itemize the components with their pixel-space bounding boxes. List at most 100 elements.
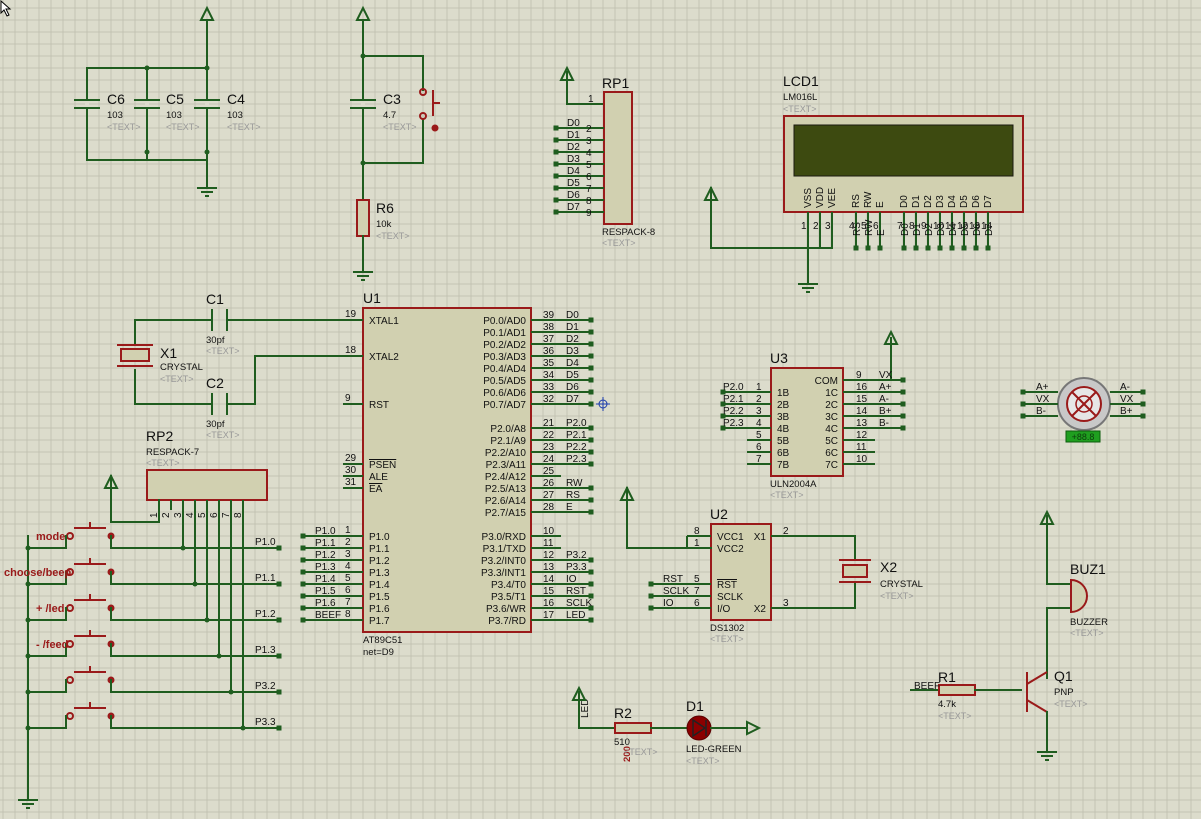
pin-terminal[interactable] bbox=[300, 581, 306, 587]
pin-terminal[interactable] bbox=[648, 593, 654, 599]
pin-terminal[interactable] bbox=[900, 425, 906, 431]
pin-terminal[interactable] bbox=[588, 593, 594, 599]
pin-terminal[interactable] bbox=[853, 245, 859, 251]
pin-terminal[interactable] bbox=[588, 617, 594, 623]
pin-terminal[interactable] bbox=[276, 725, 282, 731]
q1-text: <TEXT> bbox=[1054, 699, 1088, 709]
capacitor-bank[interactable]: C6 103 <TEXT> C5 103 <TEXT> C4 103 <TEXT… bbox=[74, 21, 261, 189]
u1-pin-name: P2.5/A13 bbox=[485, 484, 527, 495]
u1-mcu[interactable]: U1 AT89C51 net=D9 19XTAL118XTAL29RST29PS… bbox=[300, 290, 594, 658]
pin-terminal[interactable] bbox=[553, 137, 559, 143]
u1-pin-number: 7 bbox=[345, 597, 351, 608]
pin-terminal[interactable] bbox=[949, 245, 955, 251]
pin-terminal[interactable] bbox=[588, 317, 594, 323]
pin-terminal[interactable] bbox=[553, 185, 559, 191]
pin-terminal[interactable] bbox=[648, 581, 654, 587]
pin-terminal[interactable] bbox=[276, 653, 282, 659]
pin-terminal[interactable] bbox=[588, 437, 594, 443]
pin-terminal[interactable] bbox=[588, 353, 594, 359]
pin-terminal[interactable] bbox=[865, 245, 871, 251]
pin-terminal[interactable] bbox=[553, 173, 559, 179]
u2-pin-name: SCLK bbox=[717, 592, 743, 603]
pin-terminal[interactable] bbox=[276, 617, 282, 623]
pin-terminal[interactable] bbox=[553, 125, 559, 131]
pin-terminal[interactable] bbox=[300, 545, 306, 551]
pin-terminal[interactable] bbox=[300, 557, 306, 563]
pin-terminal[interactable] bbox=[588, 497, 594, 503]
pin-terminal[interactable] bbox=[276, 581, 282, 587]
buzzer-circuit[interactable]: BEEF R1 4.7k <TEXT> BUZ1 BUZZER <TEXT> Q… bbox=[910, 515, 1108, 753]
pin-terminal[interactable] bbox=[300, 605, 306, 611]
pin-terminal[interactable] bbox=[300, 593, 306, 599]
rp1-pin-number: 2 bbox=[586, 124, 592, 135]
button-label: + /led bbox=[36, 603, 64, 615]
u3-driver[interactable]: U3 ULN2004A <TEXT> 11BP2.022BP2.133BP2.2… bbox=[720, 337, 906, 500]
pin-terminal[interactable] bbox=[588, 341, 594, 347]
pin-terminal[interactable] bbox=[900, 413, 906, 419]
pin-terminal[interactable] bbox=[276, 545, 282, 551]
button-net-label: P1.0 bbox=[255, 537, 276, 548]
pin-terminal[interactable] bbox=[1020, 389, 1026, 395]
pin-terminal[interactable] bbox=[588, 569, 594, 575]
pin-terminal[interactable] bbox=[588, 449, 594, 455]
led-circuit[interactable]: LED R2 510 200 <TEXT> D1 LED-GREEN <TEXT… bbox=[578, 691, 762, 766]
pin-terminal[interactable] bbox=[553, 149, 559, 155]
pin-terminal[interactable] bbox=[1020, 401, 1026, 407]
pin-terminal[interactable] bbox=[588, 485, 594, 491]
pin-terminal[interactable] bbox=[588, 377, 594, 383]
pin-terminal[interactable] bbox=[300, 533, 306, 539]
pin-terminal[interactable] bbox=[588, 329, 594, 335]
pin-terminal[interactable] bbox=[961, 245, 967, 251]
pin-terminal[interactable] bbox=[588, 425, 594, 431]
pin-terminal[interactable] bbox=[553, 161, 559, 167]
pin-terminal[interactable] bbox=[900, 389, 906, 395]
pin-terminal[interactable] bbox=[588, 401, 594, 407]
pin-terminal[interactable] bbox=[1140, 389, 1146, 395]
pin-terminal[interactable] bbox=[588, 557, 594, 563]
pin-terminal[interactable] bbox=[588, 461, 594, 467]
pin-terminal[interactable] bbox=[300, 617, 306, 623]
pin-terminal[interactable] bbox=[588, 365, 594, 371]
pin-terminal[interactable] bbox=[937, 245, 943, 251]
lcd-pin-number: 13 bbox=[969, 221, 981, 232]
pin-terminal[interactable] bbox=[1140, 413, 1146, 419]
pin-terminal[interactable] bbox=[588, 389, 594, 395]
pin-terminal[interactable] bbox=[1020, 413, 1026, 419]
pin-terminal[interactable] bbox=[588, 581, 594, 587]
lcd1-display[interactable]: LCD1 LM016L <TEXT> VSS1VDD2VEE3RS4RSRW5R… bbox=[710, 73, 1024, 285]
pin-terminal[interactable] bbox=[720, 425, 726, 431]
pin-terminal[interactable] bbox=[588, 509, 594, 515]
pin-terminal[interactable] bbox=[648, 605, 654, 611]
pin-terminal[interactable] bbox=[553, 197, 559, 203]
u1-net-label: P1.4 bbox=[315, 574, 336, 585]
u3-pin-name: 2B bbox=[777, 400, 790, 411]
pin-terminal[interactable] bbox=[901, 245, 907, 251]
reset-circuit[interactable]: C3 4.7 <TEXT> R6 10k <TEXT> bbox=[350, 21, 440, 273]
pin-terminal[interactable] bbox=[900, 401, 906, 407]
stepper-motor[interactable]: +88.8 A+VXB-A-VXB+ bbox=[1020, 377, 1146, 443]
pin-terminal[interactable] bbox=[276, 689, 282, 695]
pin-terminal[interactable] bbox=[925, 245, 931, 251]
oscillator-x1[interactable]: C1 30pf <TEXT> C2 30pf <TEXT> X1 CRYSTAL… bbox=[117, 291, 344, 440]
pin-terminal[interactable] bbox=[588, 605, 594, 611]
pin-terminal[interactable] bbox=[973, 245, 979, 251]
pin-terminal[interactable] bbox=[553, 209, 559, 215]
r6-value: 10k bbox=[376, 219, 392, 230]
motor-net-label: VX bbox=[1120, 394, 1134, 405]
u1-pin-number: 33 bbox=[543, 382, 555, 393]
pin-terminal[interactable] bbox=[720, 413, 726, 419]
pin-terminal[interactable] bbox=[913, 245, 919, 251]
pin-terminal[interactable] bbox=[1140, 401, 1146, 407]
pin-terminal[interactable] bbox=[985, 245, 991, 251]
pin-terminal[interactable] bbox=[877, 245, 883, 251]
pin-terminal[interactable] bbox=[300, 569, 306, 575]
pin-terminal[interactable] bbox=[720, 389, 726, 395]
u2-rtc[interactable]: U2 DS1302 <TEXT> X2 CRYSTAL <TEXT> 8VCC1… bbox=[626, 487, 923, 644]
pin-terminal[interactable] bbox=[900, 377, 906, 383]
rp1-respack[interactable]: RP1 RESPACK-8 <TEXT> 1 D02D13D24D35D46D5… bbox=[553, 71, 656, 248]
u1-pin-number: 16 bbox=[543, 598, 555, 609]
pin-terminal[interactable] bbox=[720, 401, 726, 407]
